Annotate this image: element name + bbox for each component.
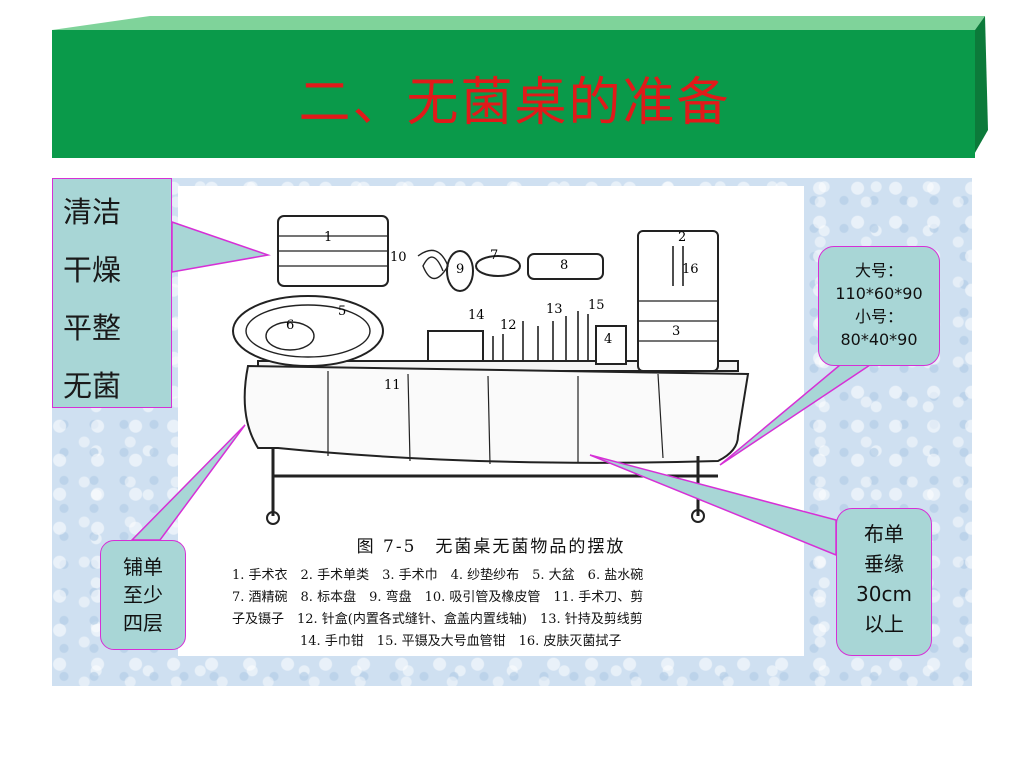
large-size-value: 110*60*90 <box>835 284 923 303</box>
item-number-4: 4 <box>604 332 613 347</box>
item-number-1: 1 <box>324 230 333 245</box>
legend-line-2: 7. 酒精碗 8. 标本盘 9. 弯盘 10. 吸引管及橡皮管 11. 手术刀、… <box>232 590 644 605</box>
drape-hang-callout: 布单 垂缘 30cm 以上 <box>836 508 932 656</box>
item-number-10: 10 <box>390 250 407 265</box>
table-size-callout: 大号： 110*60*90 小号： 80*40*90 <box>818 246 940 366</box>
legend-line-3: 子及镊子 12. 针盒(内置各式缝针、盒盖内置线轴) 13. 针持及剪线剪 <box>232 612 643 627</box>
item-number-7: 7 <box>490 248 499 263</box>
requirement-sterile: 无菌 <box>63 369 122 403</box>
item-number-5: 5 <box>338 304 347 319</box>
item-number-3: 3 <box>672 324 681 339</box>
layers-line-3: 四层 <box>123 611 163 635</box>
sterile-table-illustration: 1 2 3 4 5 6 7 8 9 10 11 12 13 14 15 16 <box>178 186 804 656</box>
item-number-6: 6 <box>286 318 295 333</box>
drape-line-1: 布单 <box>864 522 904 546</box>
legend-line-4: 14. 手巾钳 15. 平镊及大号血管钳 16. 皮肤灭菌拭子 <box>300 634 622 649</box>
large-size-label: 大号： <box>854 261 903 280</box>
small-size-value: 80*40*90 <box>840 330 918 349</box>
requirement-clean: 清洁 <box>63 195 122 229</box>
page-title: 二、无菌桌的准备 <box>298 73 731 133</box>
item-number-11: 11 <box>384 378 401 393</box>
item-number-16: 16 <box>682 262 699 277</box>
drape-length: 30cm <box>856 582 912 606</box>
layers-line-1: 铺单 <box>123 555 163 579</box>
table-drawing <box>232 215 750 525</box>
requirements-callout: 清洁 干燥 平整 无菌 <box>52 178 172 408</box>
drape-line-2: 垂缘 <box>864 552 904 576</box>
layers-line-2: 至少 <box>123 583 163 607</box>
small-size-label: 小号： <box>854 307 903 326</box>
requirement-dry: 干燥 <box>63 253 122 287</box>
legend-line-1: 1. 手术衣 2. 手术单类 3. 手术巾 4. 纱垫纱布 5. 大盆 6. 盐… <box>232 568 644 583</box>
item-number-2: 2 <box>678 230 687 245</box>
title-banner <box>52 16 988 158</box>
item-number-14: 14 <box>468 308 485 323</box>
layers-callout: 铺单 至少 四层 <box>100 540 186 650</box>
item-number-13: 13 <box>546 302 563 317</box>
item-number-15: 15 <box>588 298 605 313</box>
drape-line-4: 以上 <box>864 612 904 636</box>
item-number-12: 12 <box>500 318 517 333</box>
item-number-9: 9 <box>456 262 465 277</box>
item-number-8: 8 <box>560 258 569 273</box>
figure-caption: 图 7-5 无菌桌无菌物品的摆放 <box>356 537 626 557</box>
requirement-flat: 平整 <box>63 311 122 345</box>
